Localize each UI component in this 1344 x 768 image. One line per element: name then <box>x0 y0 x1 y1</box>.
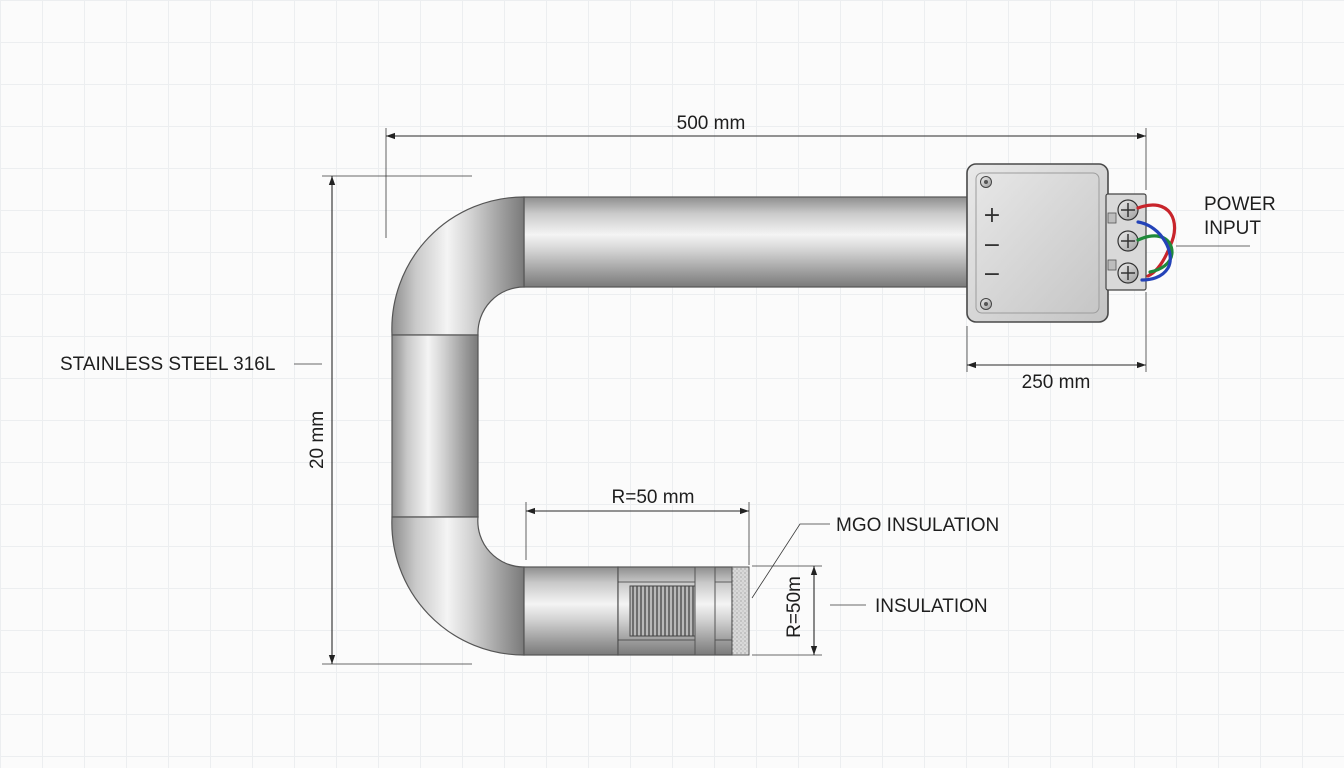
dimension-label-250mm: 250 mm <box>1022 372 1091 393</box>
mgo-insulation-end <box>731 566 750 656</box>
dimension-label-r50m: R=50m <box>784 576 805 638</box>
dimension-box-width: 250 mm <box>966 292 1147 393</box>
label-mgo-insulation: MGO INSULATION <box>836 515 999 536</box>
label-power-input-line1: POWER <box>1204 194 1276 215</box>
vertical-tube-section <box>391 334 479 518</box>
junction-box: + − − <box>966 163 1147 323</box>
box-screw-top <box>980 176 992 188</box>
top-bend <box>391 196 525 336</box>
dimension-radius-vertical: R=50m <box>752 565 822 656</box>
dimension-height: 20 mm <box>307 175 472 665</box>
terminal-symbol-minus-1: − <box>983 233 1001 258</box>
callout-material: STAINLESS STEEL 316L <box>60 354 322 375</box>
terminal-screw-1 <box>1117 199 1139 221</box>
callout-power-input: POWER INPUT <box>1176 194 1276 247</box>
terminal-symbol-minus-2: − <box>983 262 1001 287</box>
label-power-input-line2: INPUT <box>1204 218 1261 239</box>
dimension-label-r50mm: R=50 mm <box>612 487 695 508</box>
wire-blue <box>1136 220 1172 282</box>
label-insulation: INSULATION <box>875 596 988 617</box>
dimension-overall-length: 500 mm <box>385 113 1147 238</box>
bottom-bend <box>391 516 525 656</box>
box-screw-bottom <box>980 298 992 310</box>
power-wires <box>1136 203 1177 282</box>
terminal-symbol-plus: + <box>983 203 1001 228</box>
label-stainless-steel: STAINLESS STEEL 316L <box>60 354 275 375</box>
tube-cutaway <box>617 566 750 656</box>
bottom-tube-section <box>523 566 619 656</box>
terminal-screw-3 <box>1117 262 1139 284</box>
terminal-screw-2 <box>1117 230 1139 252</box>
top-tube-section <box>523 196 971 288</box>
dimension-label-20mm: 20 mm <box>307 411 328 469</box>
wire-green <box>1136 234 1174 274</box>
dimension-radius-horizontal: R=50 mm <box>525 487 750 565</box>
callout-mgo-insulation: MGO INSULATION <box>751 515 999 599</box>
cutaway-collar <box>694 566 716 656</box>
heater-tube <box>391 196 971 656</box>
dimension-label-500mm: 500 mm <box>677 113 746 134</box>
callout-insulation: INSULATION <box>830 596 988 617</box>
